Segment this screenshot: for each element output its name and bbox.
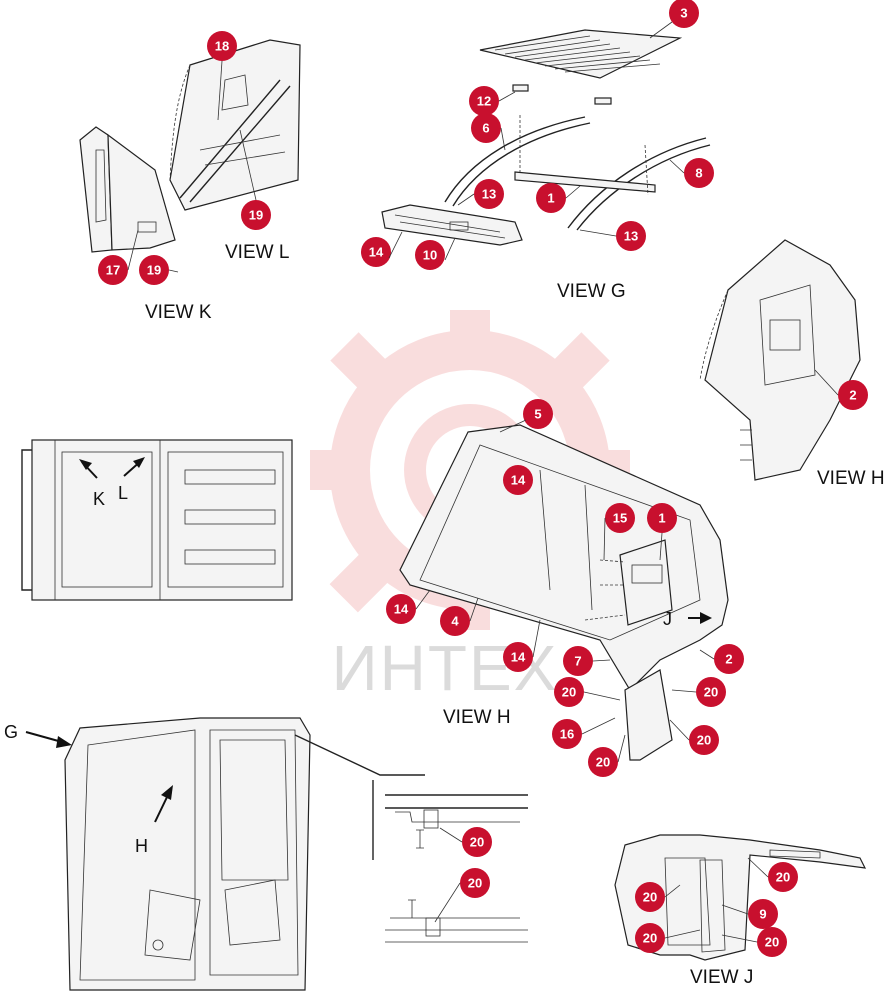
view-g-label: VIEW G [557, 281, 626, 302]
svg-text:13: 13 [482, 187, 496, 202]
callout-13: 13 [474, 179, 504, 209]
svg-text:14: 14 [511, 473, 526, 488]
svg-text:1: 1 [547, 191, 554, 206]
svg-text:4: 4 [451, 614, 459, 629]
svg-text:14: 14 [394, 602, 409, 617]
callout-2: 2 [714, 644, 744, 674]
svg-text:14: 14 [511, 650, 526, 665]
j-arrow [688, 612, 712, 624]
view-k-label: VIEW K [145, 302, 212, 323]
callout-20: 20 [635, 923, 665, 953]
svg-text:20: 20 [704, 685, 718, 700]
svg-text:6: 6 [482, 121, 489, 136]
callout-20: 20 [689, 725, 719, 755]
svg-text:5: 5 [534, 407, 541, 422]
view-h-top-label: VIEW H [817, 468, 885, 489]
svg-text:13: 13 [624, 229, 638, 244]
svg-text:14: 14 [369, 245, 384, 260]
cab-shell-drawing [399, 424, 729, 761]
svg-text:18: 18 [215, 39, 229, 54]
view-j-label: VIEW J [690, 967, 753, 988]
callout-14: 14 [386, 594, 416, 624]
leader-lines [127, 21, 839, 943]
callout-16: 16 [552, 719, 582, 749]
svg-text:19: 19 [249, 208, 263, 223]
callout-14: 14 [503, 642, 533, 672]
svg-text:20: 20 [562, 685, 576, 700]
callout-7: 7 [563, 646, 593, 676]
k-label: K [93, 489, 105, 509]
svg-text:1: 1 [658, 511, 665, 526]
g-arrow [25, 731, 72, 748]
callout-1: 1 [647, 503, 677, 533]
view-l-label: VIEW L [225, 242, 289, 263]
svg-text:3: 3 [680, 6, 687, 21]
callout-14: 14 [503, 465, 533, 495]
view-k-drawing [79, 126, 176, 253]
svg-text:15: 15 [613, 511, 627, 526]
callout-2: 2 [838, 380, 868, 410]
callout-9: 9 [748, 899, 778, 929]
callout-20: 20 [635, 882, 665, 912]
detail-leader [294, 734, 425, 860]
callout-20: 20 [554, 677, 584, 707]
cab-top-view-drawing [21, 439, 293, 601]
callout-20: 20 [768, 862, 798, 892]
callout-20: 20 [696, 677, 726, 707]
view-h-detail-drawing [699, 239, 861, 481]
svg-text:20: 20 [776, 870, 790, 885]
front-header-drawing [381, 204, 523, 246]
view-l-drawing [169, 39, 301, 211]
g-label: G [4, 722, 18, 742]
roof-rails-drawing [444, 115, 711, 231]
callout-18: 18 [207, 31, 237, 61]
l-arrow [123, 457, 145, 477]
clip-detail-drawing [385, 794, 528, 943]
callout-12: 12 [469, 86, 499, 116]
callout-17: 17 [98, 255, 128, 285]
callout-20: 20 [460, 868, 490, 898]
svg-text:16: 16 [560, 727, 574, 742]
roof-panel-drawing [479, 29, 683, 105]
callout-1: 1 [536, 183, 566, 213]
svg-text:17: 17 [106, 263, 120, 278]
svg-text:20: 20 [643, 931, 657, 946]
svg-text:19: 19 [147, 263, 161, 278]
l-label: L [118, 483, 128, 503]
svg-text:20: 20 [470, 835, 484, 850]
callout-13: 13 [616, 221, 646, 251]
svg-text:20: 20 [697, 733, 711, 748]
svg-text:2: 2 [725, 652, 732, 667]
svg-text:20: 20 [596, 755, 610, 770]
callout-8: 8 [684, 158, 714, 188]
svg-text:8: 8 [695, 166, 702, 181]
svg-text:12: 12 [477, 94, 491, 109]
svg-text:9: 9 [759, 907, 766, 922]
cab-side-view-drawing [64, 717, 311, 991]
svg-text:2: 2 [849, 388, 856, 403]
svg-text:20: 20 [468, 876, 482, 891]
k-arrow [79, 459, 98, 479]
svg-text:20: 20 [765, 935, 779, 950]
h-arrow [154, 785, 173, 823]
callout-19: 19 [139, 255, 169, 285]
j-label: J [663, 609, 672, 629]
callout-6: 6 [471, 113, 501, 143]
callout-10: 10 [415, 240, 445, 270]
callout-15: 15 [605, 503, 635, 533]
callout-3: 3 [669, 0, 699, 28]
svg-text:10: 10 [423, 248, 437, 263]
h-label: H [135, 836, 148, 856]
svg-text:7: 7 [574, 654, 581, 669]
callout-20: 20 [462, 827, 492, 857]
callout-20: 20 [588, 747, 618, 777]
view-h-main-label: VIEW H [443, 707, 511, 728]
svg-text:20: 20 [643, 890, 657, 905]
callout-14: 14 [361, 237, 391, 267]
callout-19: 19 [241, 200, 271, 230]
callout-20: 20 [757, 927, 787, 957]
callout-5: 5 [523, 399, 553, 429]
callout-4: 4 [440, 606, 470, 636]
